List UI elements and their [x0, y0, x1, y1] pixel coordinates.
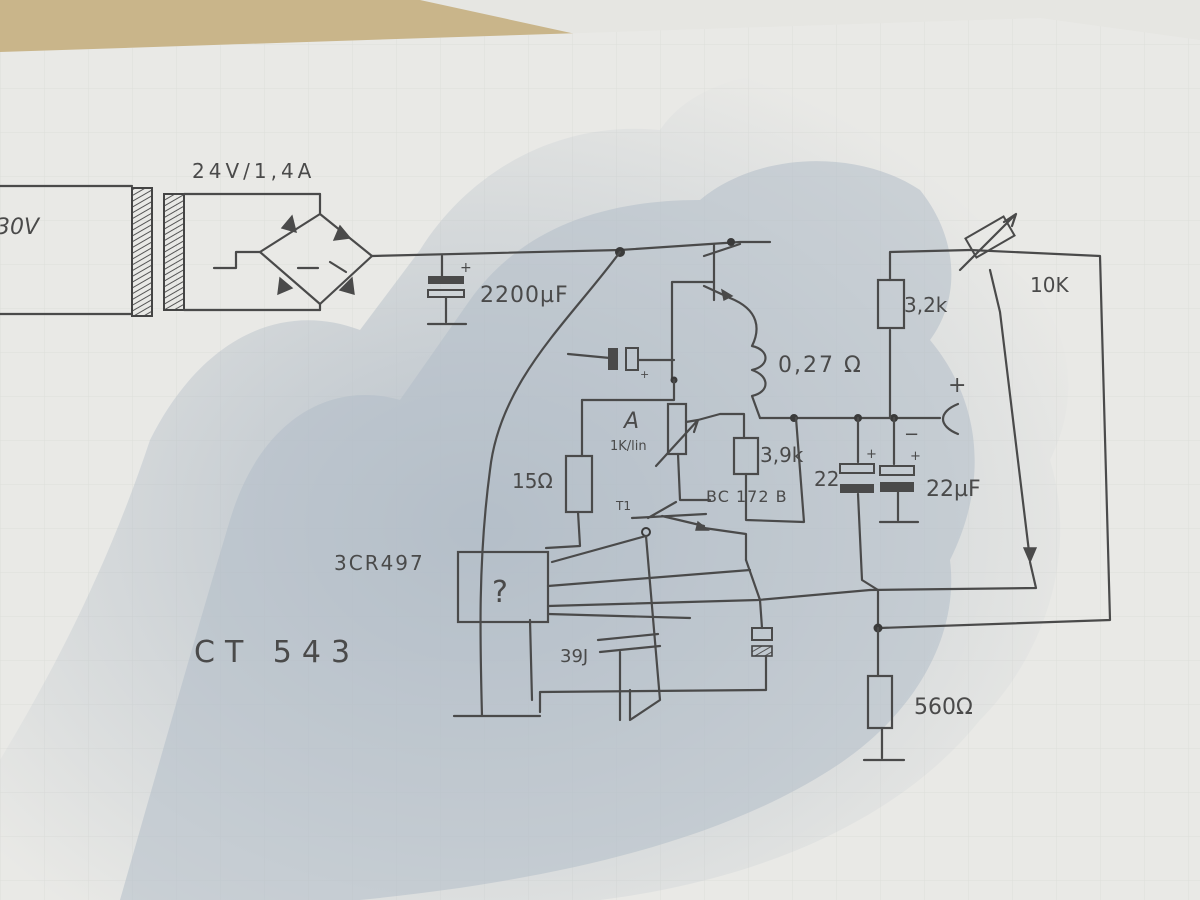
- resistor-560ohm: [866, 674, 894, 730]
- junction-dot: [727, 238, 735, 246]
- filter-capacitor-label: 2200µF: [480, 283, 569, 308]
- transformer-core-right: [163, 193, 185, 311]
- small-diode: [566, 347, 676, 371]
- transformer-core-left: [131, 187, 153, 317]
- output-plus-label: +: [948, 373, 966, 398]
- ground-return-wire: [452, 250, 622, 718]
- ic-part-label: 3CR497: [334, 551, 425, 575]
- hand-shadow-core: [120, 161, 975, 900]
- transistor-t1: [550, 500, 748, 564]
- cap-22uf-plus: +: [910, 449, 921, 464]
- transformer: [0, 184, 322, 317]
- ic-unknown-label: ?: [492, 575, 508, 610]
- note-label: CT 543: [194, 635, 360, 670]
- transistor-type-label: BC 172 B: [706, 487, 788, 506]
- bridge-rectifier: [212, 192, 374, 312]
- capacitor-22: [839, 416, 880, 626]
- sense-resistor-label: 0,27 Ω: [778, 353, 863, 378]
- resistor-560ohm-label: 560Ω: [914, 695, 973, 720]
- transistor-t1-label: T1: [615, 499, 631, 513]
- capacitor-22uf: [878, 416, 920, 524]
- potentiometer-label: 10K: [1030, 273, 1069, 297]
- resistor-15ohm-label: 15Ω: [512, 469, 553, 493]
- divider-resistor-label: 3,2k: [904, 293, 948, 317]
- transformer-rating-label: 24V/1,4A: [192, 159, 315, 183]
- output-terminal: [941, 402, 960, 436]
- trimmer-label: A: [622, 409, 639, 434]
- potentiometer: [868, 212, 1112, 630]
- mains-voltage-label: 30V: [0, 215, 41, 240]
- capacitor-22-label: 22: [814, 467, 839, 491]
- output-minus-label: −: [904, 424, 919, 445]
- resistor-3k9-label: 3,9k: [760, 443, 804, 467]
- cap-22-plus: +: [866, 447, 877, 462]
- power-transistor: [670, 242, 742, 382]
- positive-rail: [370, 240, 772, 258]
- capacitor-22uf-label: 22µF: [926, 477, 981, 502]
- diode-plus-label: +: [640, 368, 649, 381]
- capacitor-39j: [528, 618, 662, 722]
- capacitor-39j-label: 39J: [560, 646, 588, 667]
- sense-resistor: [728, 296, 767, 420]
- trimmer-value-label: 1K/lin: [610, 439, 647, 454]
- filter-capacitor: [426, 254, 468, 326]
- small-electrolytic: [538, 627, 773, 714]
- cap-plus-sign: +: [460, 260, 472, 276]
